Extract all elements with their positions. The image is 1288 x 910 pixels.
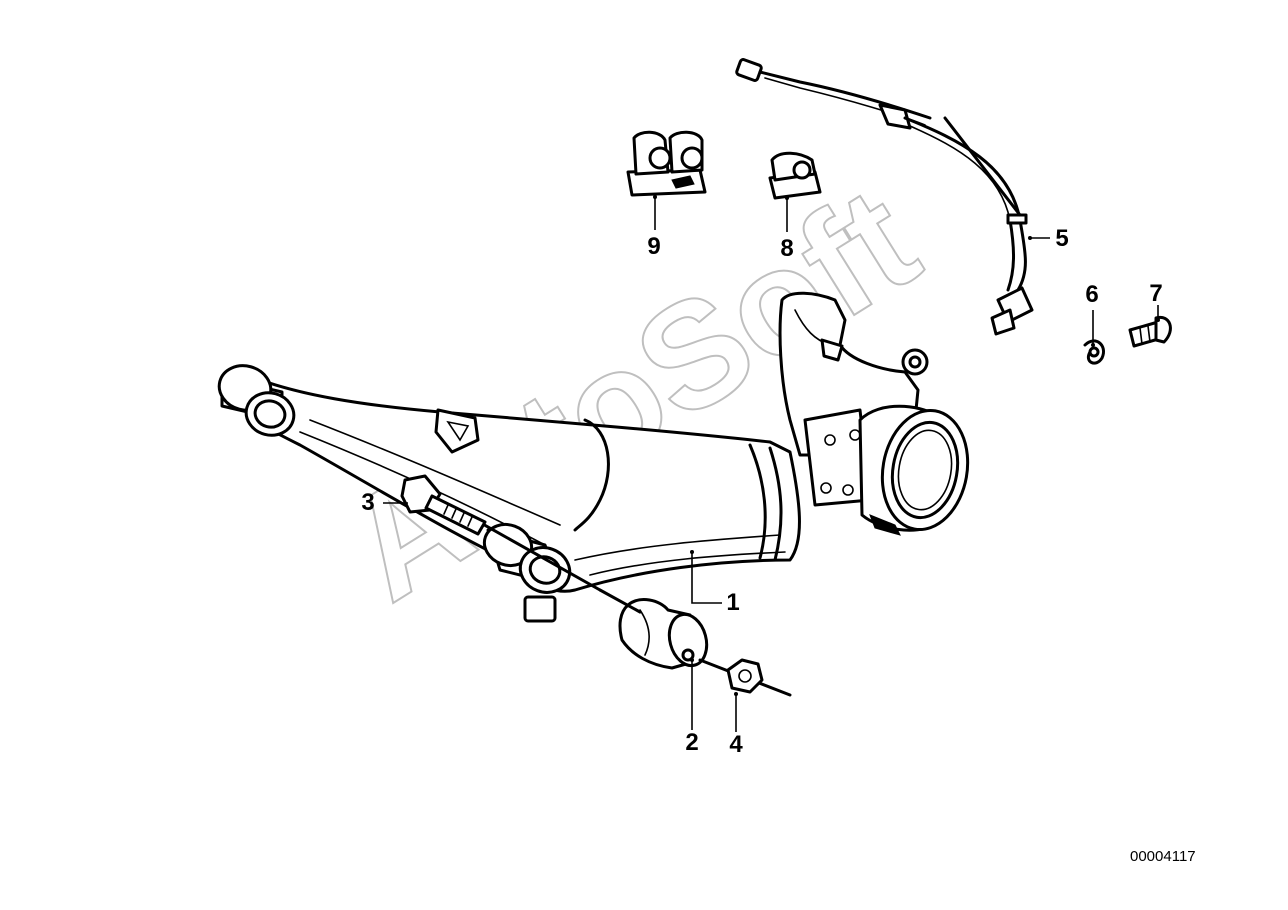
spring-clip [1083,339,1105,365]
hex-nut [726,658,764,694]
trailing-arm [217,291,970,623]
speed-sensor-cable [735,58,1034,336]
callout-3: 3 [361,489,375,516]
callout-2: 2 [685,729,699,756]
bolt [400,474,602,592]
callout-1: 1 [726,589,740,616]
callout-5: 5 [1055,225,1069,252]
diagram-code: 00004117 [1130,848,1196,865]
callout-6: 6 [1085,281,1099,308]
callout-8: 8 [780,235,794,262]
rubber-mount [598,588,792,697]
leader-lines [383,195,1160,732]
callout-9: 9 [647,233,661,260]
single-cable-holder [768,151,822,200]
callout-7: 7 [1149,280,1163,307]
double-cable-holder [626,130,707,197]
callout-4: 4 [729,731,743,758]
screw [1128,315,1172,348]
